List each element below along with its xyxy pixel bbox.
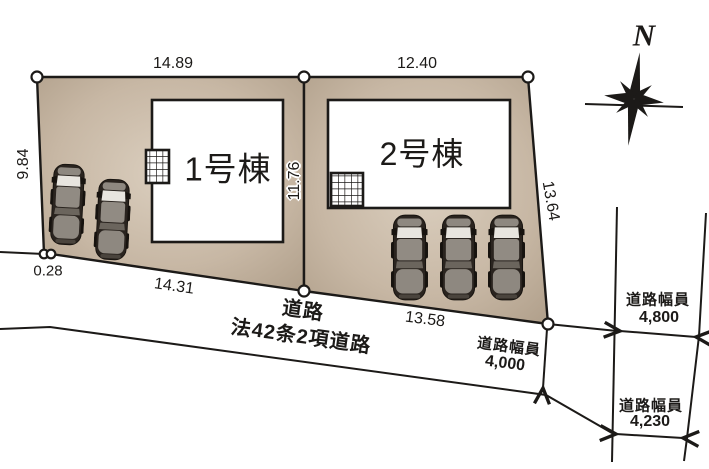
dim-line-4800	[620, 331, 696, 337]
corner-marker	[30, 70, 44, 84]
corner-marker	[541, 317, 555, 331]
road-edge-bottom	[0, 325, 613, 434]
corner-marker	[45, 248, 57, 260]
dim-divider: 11.76	[286, 161, 303, 201]
dim-parcel1-left: 9.84	[15, 148, 32, 180]
dim-line-4000	[543, 328, 547, 388]
compass-rose-icon	[604, 52, 664, 146]
car-icon	[92, 178, 133, 261]
road-width-4800-value: 4,800	[638, 309, 680, 326]
car-icon	[440, 214, 477, 301]
side-road-edge-left	[611, 206, 618, 463]
dim-parcel1-corner: 0.28	[33, 262, 63, 280]
side-road-edge-right	[683, 212, 707, 462]
building-1	[150, 98, 285, 244]
corner-marker	[297, 284, 311, 298]
dim-line-4230	[616, 434, 683, 438]
road-edge-right-ext	[547, 323, 618, 332]
dim-parcel2-top: 12.40	[396, 55, 438, 72]
dim-parcel1-top: 14.89	[152, 55, 194, 72]
car-icon	[391, 214, 428, 301]
road-name-line1: 道路	[280, 297, 326, 325]
car-icon	[47, 163, 88, 246]
road-width-4230-label: 道路幅員	[618, 397, 684, 415]
corner-marker	[521, 70, 535, 84]
car-icon	[488, 214, 525, 301]
road-edge-left-ext	[0, 251, 45, 255]
entrance-hatch-2	[329, 171, 365, 208]
building-2	[326, 98, 512, 210]
road-width-4800-label: 道路幅員	[625, 291, 691, 309]
corner-marker	[297, 70, 311, 84]
compass-north-label: N	[632, 17, 656, 53]
entrance-hatch-1	[144, 148, 171, 185]
road-width-4230-value: 4,230	[629, 413, 671, 430]
building-1-label: 1号棟	[184, 150, 272, 188]
corner-markers	[30, 70, 555, 331]
building-2-label: 2号棟	[379, 136, 465, 172]
